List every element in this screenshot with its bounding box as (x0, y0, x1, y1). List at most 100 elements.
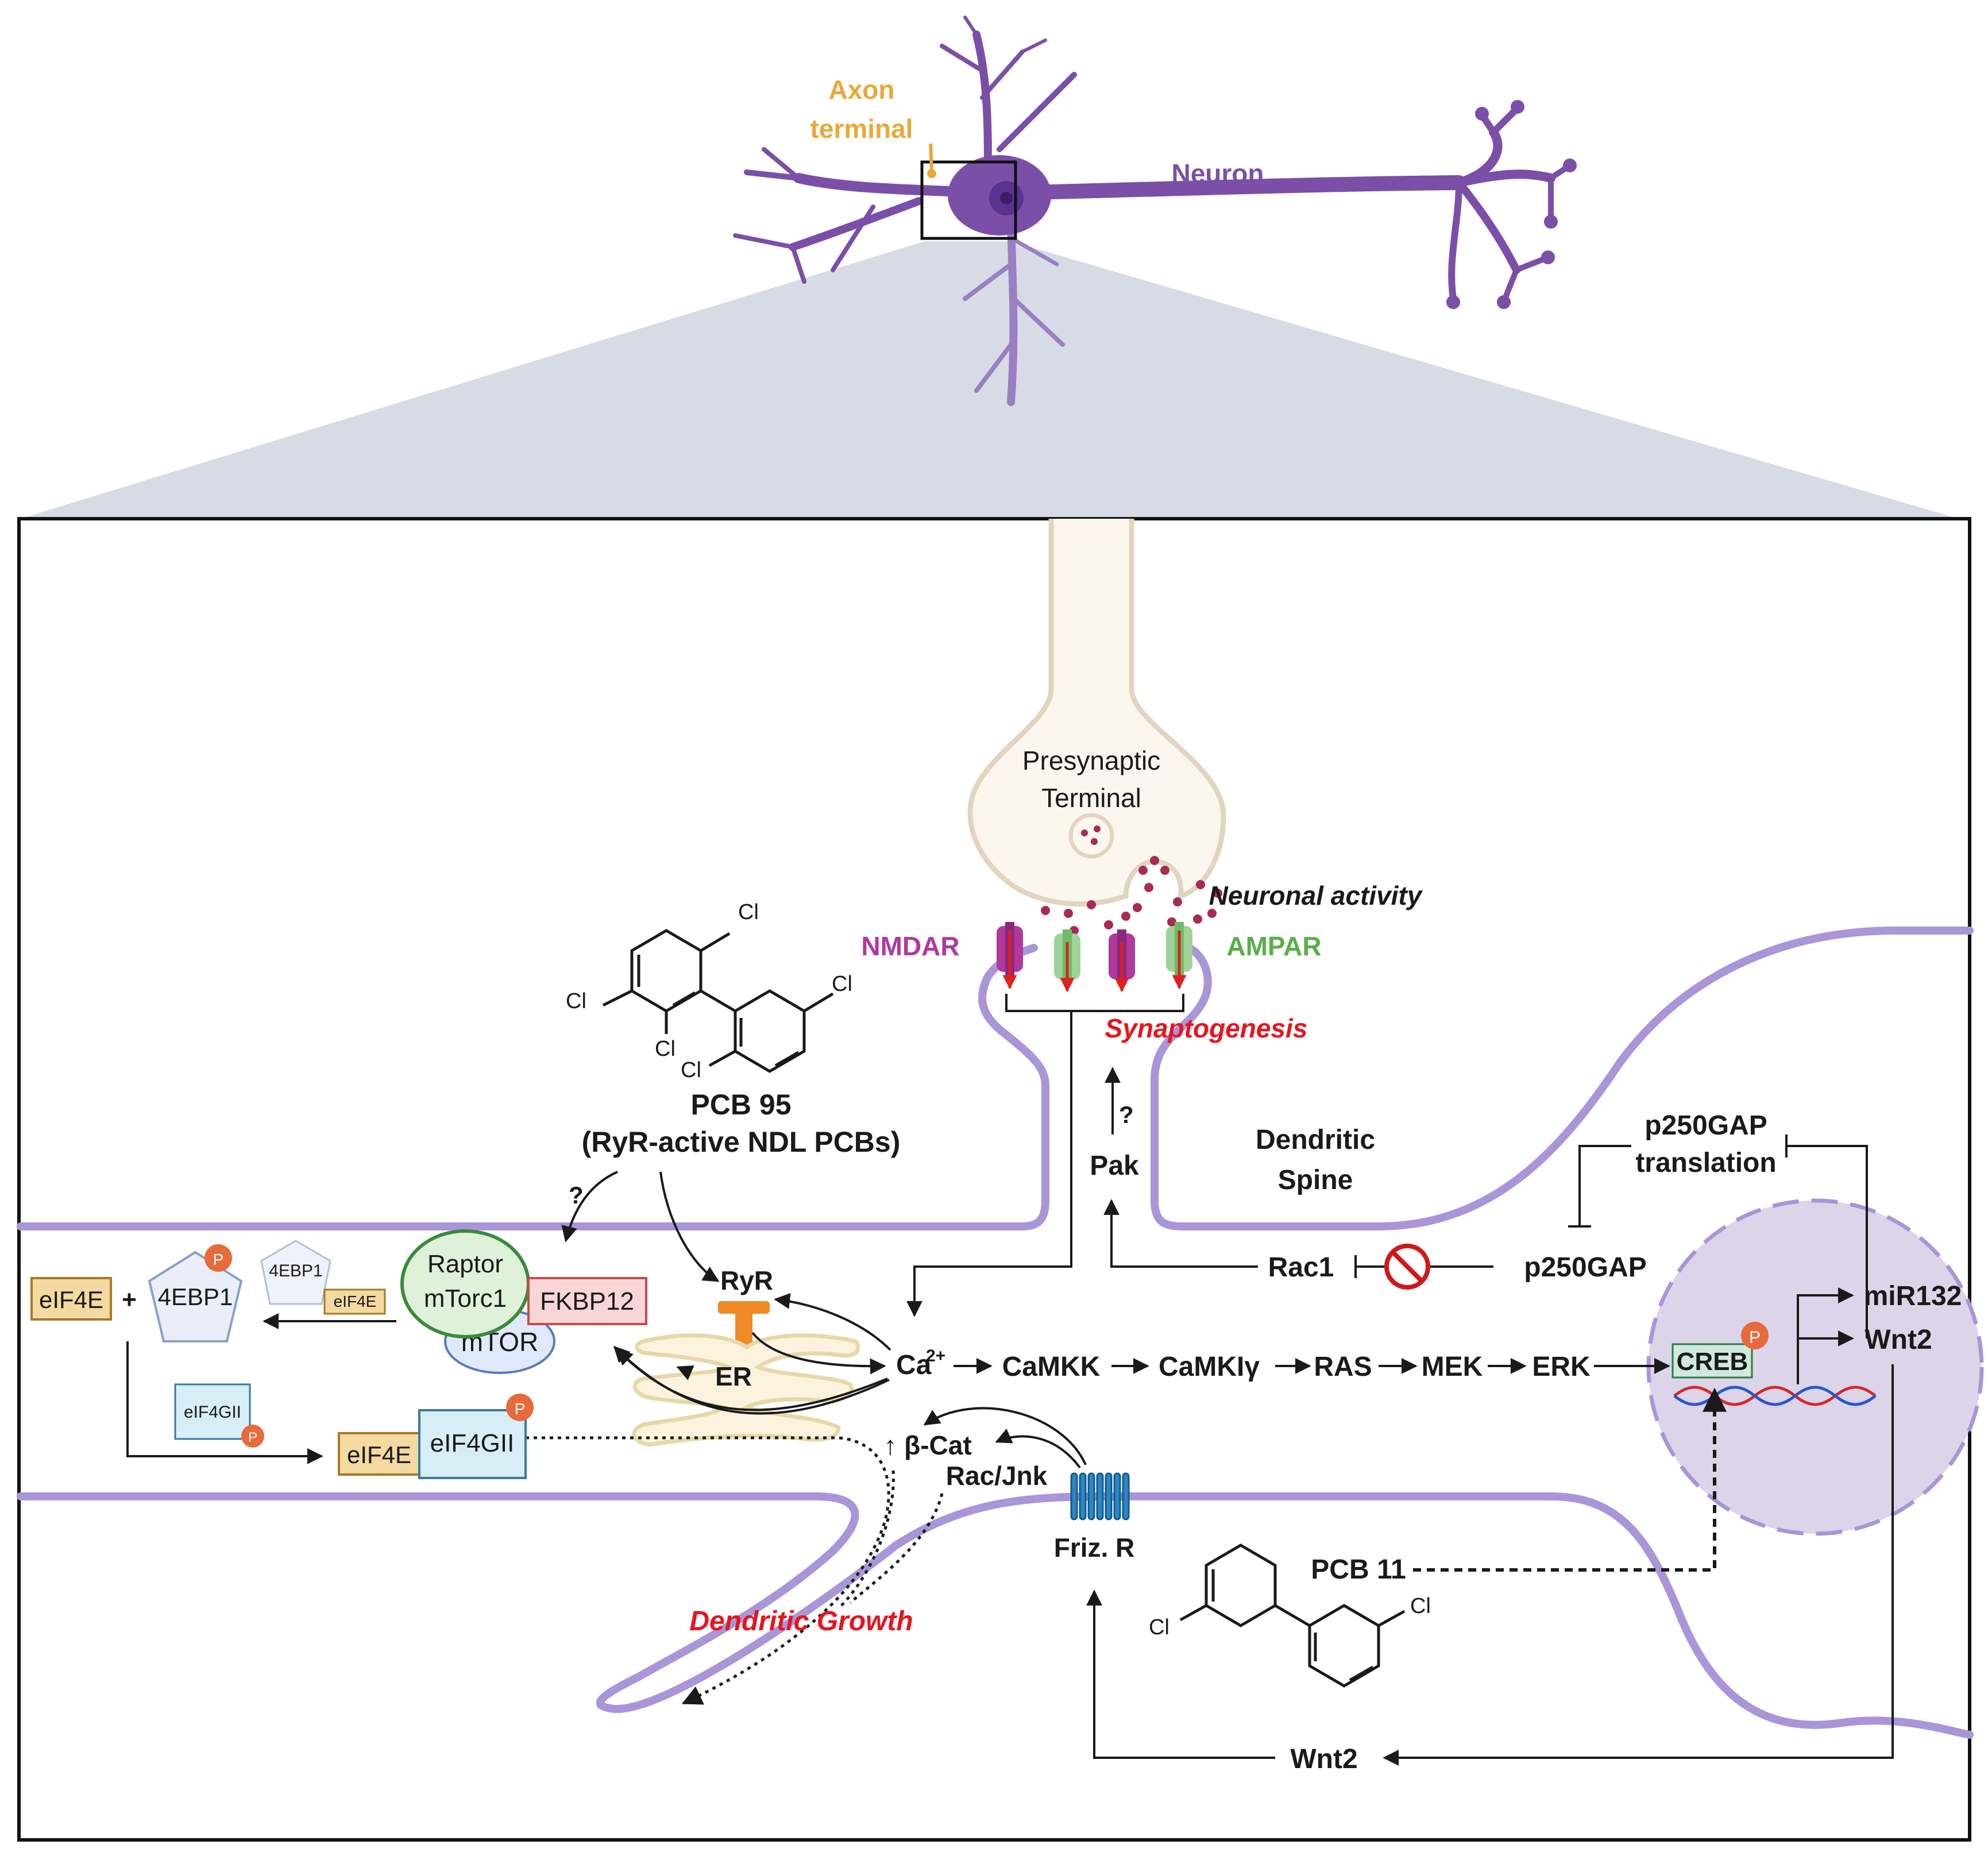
soma (948, 155, 1051, 236)
axon-terminal-pointer (929, 143, 933, 173)
pcb95-structure (602, 929, 834, 1073)
pcb11-structure (1179, 1543, 1406, 1688)
eif4gii-p-label: P (515, 1400, 526, 1418)
4ebp1-phospho-badge: P (204, 1244, 232, 1272)
ryr-channel (718, 1301, 770, 1345)
neuronal-activity-label: Neuronal activity (1209, 881, 1423, 910)
camkk-label: CaMKK (1002, 1352, 1101, 1382)
4ebp1-small-pentagon (260, 1240, 331, 1305)
presynaptic-terminal (967, 519, 1226, 907)
pak-label: Pak (1090, 1151, 1139, 1181)
camkig-label: CaMKIγ (1159, 1352, 1260, 1382)
pcb95-subtitle: (RyR-active NDL PCBs) (582, 1126, 901, 1158)
neuron-label: Neuron (1172, 159, 1264, 188)
axon-terminal-knobs (1446, 100, 1577, 309)
eif4e-small-label: eIF4E (334, 1292, 377, 1310)
main-panel-border (17, 517, 1971, 1842)
pcb95-title: PCB 95 (690, 1089, 791, 1121)
zoom-box (920, 160, 1017, 240)
ca-to-fkbp12-arrow (616, 1349, 890, 1415)
4ebp1-to-eif4e-complex (126, 1341, 323, 1464)
receptor-influx-arrows (1002, 931, 1187, 993)
p250gap-label: p250GAP (1524, 1252, 1646, 1283)
axon-terminal-label-2: terminal (810, 114, 913, 144)
frizzled-receptor (1070, 1472, 1130, 1521)
ras-label: RAS (1314, 1352, 1372, 1382)
dendritic-growth-arrows (526, 1436, 944, 1705)
mtorc1-label: mTorc1 (424, 1284, 507, 1313)
raptor-label: Raptor (427, 1250, 503, 1278)
zoom-wedge (26, 241, 1953, 517)
creb-label: CREB (1677, 1348, 1748, 1376)
receptor-to-ca-arrow (906, 1011, 1072, 1317)
ca-ion-label: Ca 2+ (896, 1346, 945, 1380)
presynaptic-label-2: Terminal (1041, 783, 1141, 813)
fkbp12-box (527, 1277, 647, 1325)
rac1-to-pak-arrow (1103, 1199, 1258, 1268)
creb-box (1672, 1343, 1753, 1379)
frizr-signal-arrows (923, 1407, 1087, 1469)
eif4e-bottom-label: eIF4E (347, 1441, 411, 1468)
translation-to-p250gap (1568, 1145, 1631, 1228)
erk-label: ERK (1532, 1352, 1591, 1382)
presynaptic-label: Presynaptic (1022, 746, 1160, 775)
eif4e-small-box (323, 1288, 386, 1315)
pcb11-cl-1: Cl (1149, 1615, 1169, 1639)
mir132-label: miR132 (1864, 1281, 1962, 1311)
pcb95-cl-3: Cl (655, 1037, 675, 1061)
creb-phospho-badge: P (1741, 1322, 1769, 1349)
creb-p-label: P (1749, 1328, 1761, 1347)
racjnk-label: Rac/Jnk (946, 1461, 1048, 1491)
p250gap-translation-label: p250GAP (1645, 1110, 1767, 1141)
dendritic-spine-label: Dendritic (1256, 1125, 1375, 1155)
fkbp12-label: FKBP12 (540, 1287, 634, 1315)
4ebp1-pentagon (148, 1251, 243, 1342)
pcb11-cl-2: Cl (1410, 1594, 1431, 1618)
pcb95-cl-1: Cl (738, 900, 759, 924)
raptor-ellipse (400, 1229, 530, 1338)
plus-sign: + (122, 1286, 137, 1314)
ca-label: Ca (896, 1350, 932, 1380)
prohibition-icon (1384, 1244, 1430, 1290)
eif4gii-small-box (174, 1383, 251, 1440)
wnt2-bottom-label: Wnt2 (1290, 1744, 1357, 1774)
eif4gii-box (418, 1409, 527, 1479)
eif4gii-small-phospho: P (241, 1425, 264, 1448)
4ebp1-small-label: 4EBP1 (269, 1261, 322, 1280)
ca-superscript: 2+ (926, 1346, 945, 1365)
axon-terminal-label: Axon (829, 75, 895, 105)
receptor-bracket (1005, 994, 1184, 1012)
wnt2-nuclear-label: Wnt2 (1865, 1325, 1932, 1355)
4ebp1-label: 4EBP1 (158, 1283, 233, 1310)
pcb95-cl-5: Cl (681, 1058, 701, 1082)
spine-question: ? (1119, 1101, 1134, 1128)
eif4gii-label: eIF4GII (430, 1429, 515, 1457)
pcb95-cl-4: Cl (832, 972, 852, 996)
eif4gii-small-p-label: P (248, 1430, 257, 1445)
axon-terminal-bouton (927, 169, 936, 178)
ampar-label: AMPAR (1226, 931, 1321, 961)
er-label: ER (715, 1361, 752, 1391)
creb-target-arrows (1797, 1287, 1854, 1384)
eif4gii-small-label: eIF4GII (184, 1403, 241, 1422)
mir132-inhibits-translation (1785, 1134, 1868, 1338)
pcb11-to-creb-arrow (1413, 1387, 1727, 1572)
p250gap-translation-label-2: translation (1635, 1148, 1776, 1178)
dendrite-membrane (17, 927, 1974, 1739)
synaptogenesis-label: Synaptogenesis (1105, 1013, 1308, 1043)
er-organelle (632, 1333, 860, 1447)
rac1-label: Rac1 (1268, 1252, 1334, 1283)
neuron-illustration (733, 16, 1571, 406)
wnt2-to-frizr-arrow (1086, 1589, 1275, 1759)
pcb95-cl-2: Cl (566, 989, 586, 1013)
neurotransmitter-dots (1041, 856, 1222, 935)
4ebp1-p-label: P (213, 1251, 224, 1268)
wnt2-secretion-path (1383, 1364, 1894, 1766)
dendritic-spine-label-2: Spine (1278, 1165, 1353, 1195)
frizr-label: Friz. R (1054, 1533, 1135, 1562)
bcat-label: ↑ β-Cat (883, 1430, 971, 1460)
eif4gii-phospho-badge: P (506, 1394, 534, 1421)
eif4e-box (30, 1277, 112, 1321)
